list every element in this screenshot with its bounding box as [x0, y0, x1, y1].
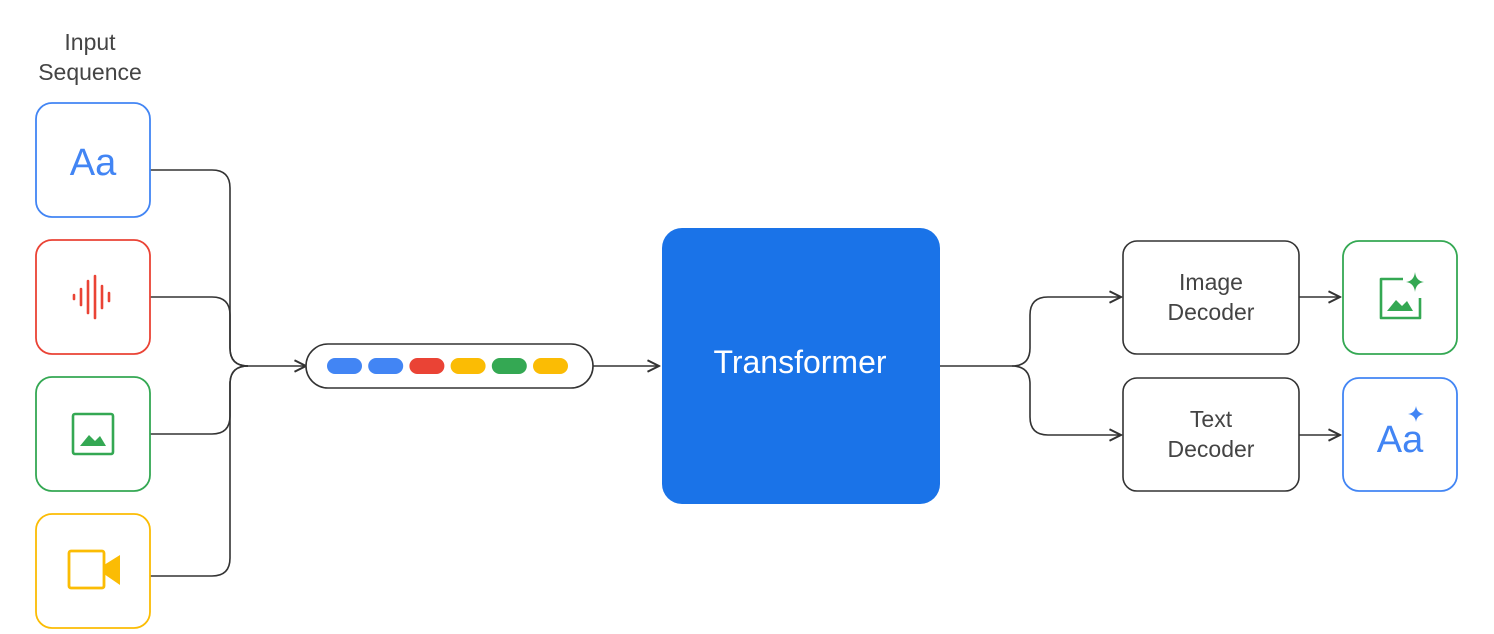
- input-audio-card: [35, 239, 151, 355]
- input-text-card: Aa: [35, 102, 151, 218]
- connector-audio: [150, 296, 249, 367]
- input-video-card: [35, 513, 151, 629]
- text-decoder-box: Text Decoder: [1122, 377, 1300, 492]
- video-camera-icon: [67, 549, 120, 590]
- decoder-connectors: [940, 297, 1121, 435]
- image-decoder-label-line1: Image: [1179, 269, 1243, 295]
- connector-video: [150, 365, 249, 577]
- input-sequence-title-line1: Input: [64, 29, 116, 55]
- sparkle-icon: [1408, 406, 1424, 422]
- text-icon: Aa: [70, 142, 117, 184]
- output-text-card: Aa: [1342, 377, 1458, 492]
- token-pill: [327, 358, 362, 374]
- input-image-card: [35, 376, 151, 492]
- connector-to-image-decoder: [940, 297, 1121, 367]
- connector-text: [150, 169, 306, 366]
- connector-image: [150, 365, 249, 435]
- audio-waveform-icon: [72, 274, 111, 320]
- token-pill: [368, 358, 404, 374]
- output-image-card: [1342, 240, 1458, 355]
- transformer-block: Transformer: [662, 228, 940, 504]
- token-pill: [533, 358, 568, 374]
- text-decoder-label-line2: Decoder: [1168, 436, 1255, 462]
- input-connectors: [150, 169, 306, 577]
- text-decoder-label-line1: Text: [1190, 406, 1233, 432]
- image-icon: [71, 412, 115, 456]
- connector-to-text-decoder: [1011, 365, 1121, 435]
- transformer-label: Transformer: [713, 344, 886, 380]
- input-sequence-title-line2: Sequence: [38, 59, 142, 85]
- image-decoder-label-line2: Decoder: [1168, 299, 1255, 325]
- token-bar: [305, 343, 594, 389]
- image-decoder-box: Image Decoder: [1122, 240, 1300, 355]
- token-pill: [450, 358, 486, 374]
- token-group: [327, 358, 568, 374]
- generated-text-icon: Aa: [1377, 419, 1424, 461]
- token-pill: [409, 358, 445, 374]
- token-pill: [491, 358, 527, 374]
- generated-image-icon: [1379, 272, 1424, 320]
